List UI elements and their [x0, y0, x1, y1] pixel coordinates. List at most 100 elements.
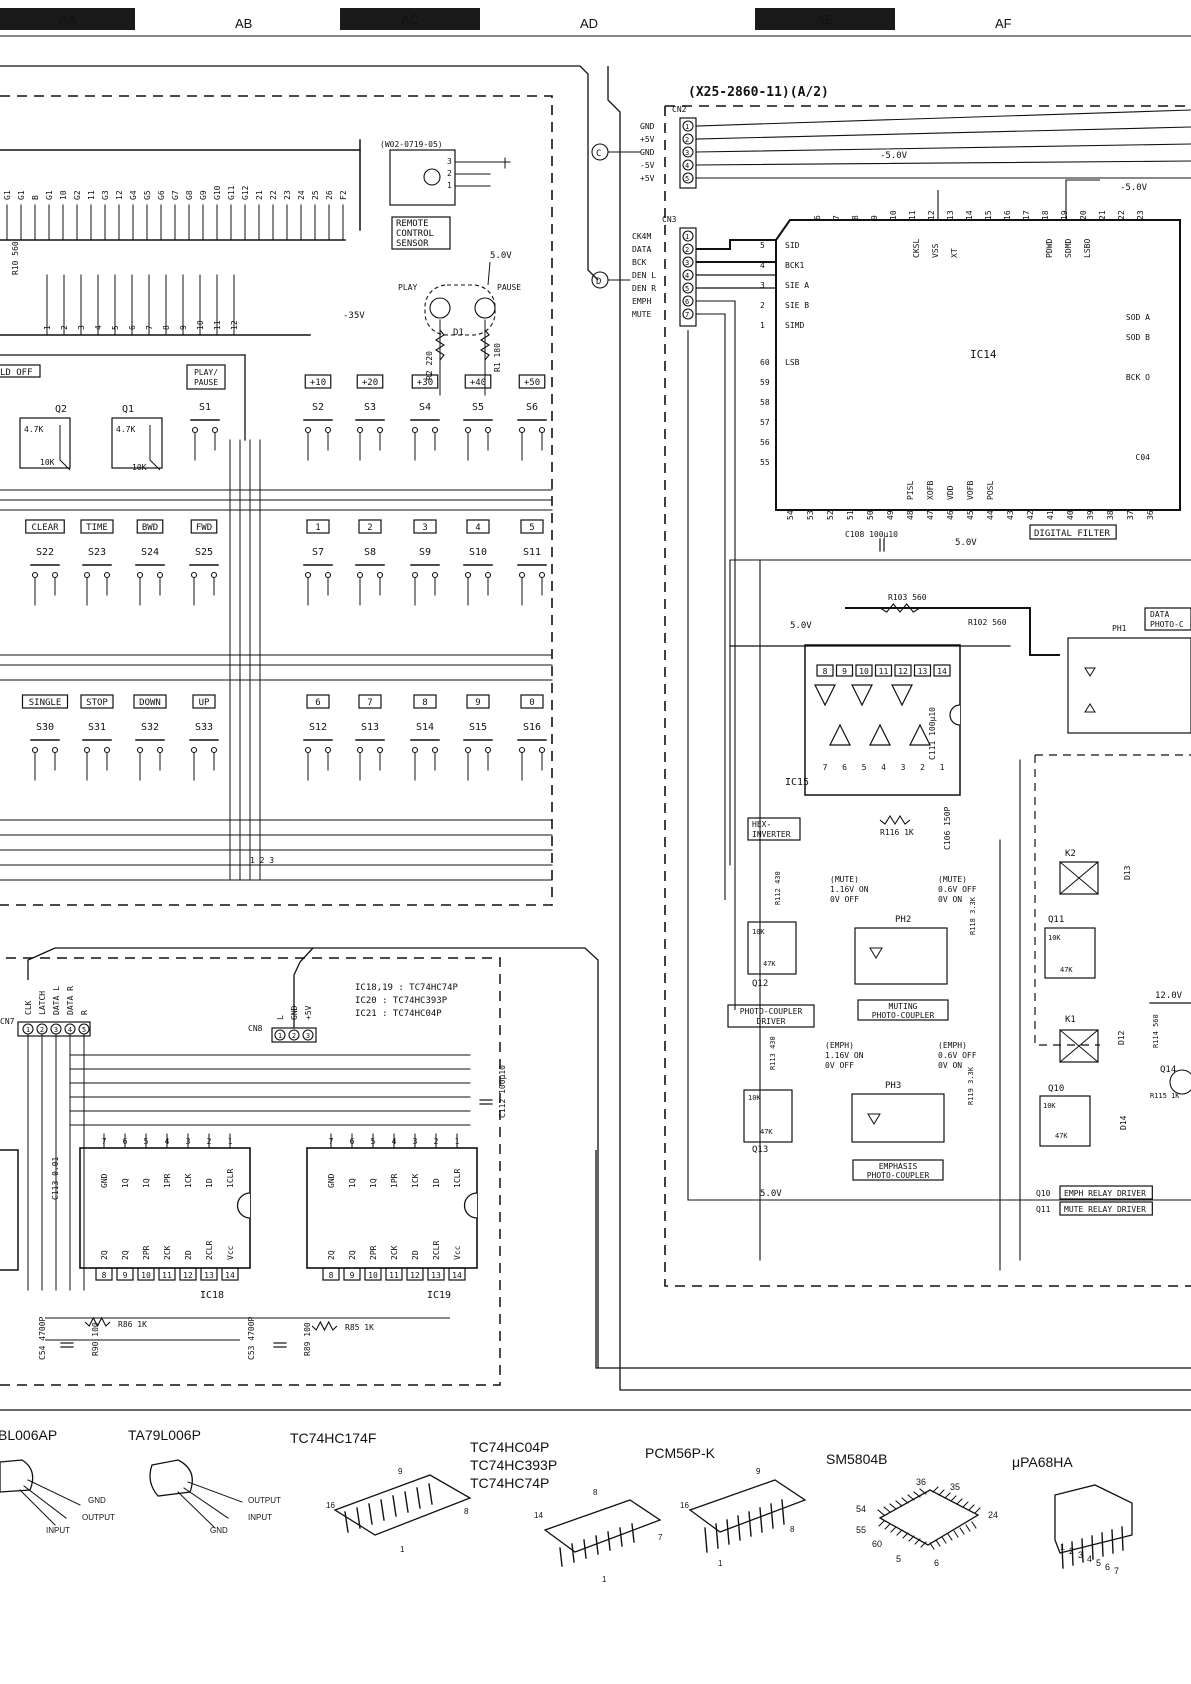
- pkg-pin: 1: [602, 1575, 607, 1584]
- key-contact: [103, 571, 111, 579]
- ic18-pin-name: 1CK: [184, 1173, 193, 1188]
- grid-label-AC: AC: [401, 12, 419, 27]
- pkg-lead: [404, 1491, 409, 1513]
- key-cap-text: +20: [362, 378, 378, 388]
- ic19-pin-name: 2Q: [327, 1250, 336, 1260]
- pkg-name-tc74hc-dip: TC74HC393P: [470, 1457, 557, 1473]
- key-contact: [356, 426, 364, 434]
- ic19-pin-name: 1Q: [348, 1178, 357, 1188]
- key-cap-S11: [520, 519, 544, 534]
- ic14-pin-num: 36: [1146, 510, 1155, 520]
- pkg-lead: [929, 1542, 935, 1550]
- frame-line: [0, 65, 599, 281]
- ic14-pin-num: 60: [760, 358, 770, 367]
- cn3-pin: [682, 308, 694, 320]
- ic14-pin-name: SIE B: [785, 301, 809, 310]
- key-cap-S23: [80, 519, 114, 534]
- led-pause: PAUSE: [497, 283, 521, 292]
- pkg-lead: [968, 1504, 975, 1511]
- pkg-lead: [1101, 1532, 1104, 1557]
- ph3-label-text: EMPHASIS: [879, 1162, 918, 1171]
- pkg-lead: [595, 1535, 599, 1555]
- cn8-pin-num: 1: [278, 1032, 282, 1040]
- ic19-pin-name: GND: [327, 1173, 336, 1188]
- cn3-pin-num: 3: [685, 259, 689, 267]
- cn2-pin-num: 3: [685, 149, 689, 157]
- key-ref: S31: [88, 722, 106, 733]
- ph3-label: PH3: [885, 1081, 901, 1091]
- cn8-name: CN8: [248, 1024, 263, 1033]
- key-cap-text: 4: [475, 523, 480, 533]
- pkg-name-tc74hc-dip: TC74HC04P: [470, 1439, 549, 1455]
- ic14-5v: 5.0V: [955, 538, 977, 548]
- key-cap-text: 1: [315, 523, 320, 533]
- pkg-lead: [890, 1526, 897, 1533]
- ic18-pin-box: [200, 1267, 218, 1281]
- cn7-wire: [27, 947, 56, 980]
- key-cap-S10: [466, 519, 490, 534]
- ic14-pin-num: 45: [966, 510, 975, 520]
- ic19-pin-box: [322, 1267, 340, 1281]
- ic14-pin-num: 37: [1126, 510, 1135, 520]
- pkg-lead: [187, 1481, 243, 1503]
- k1-relay: [1059, 1029, 1099, 1063]
- ic14-pin-num: 51: [846, 510, 855, 520]
- ic-note: IC21 : TC74HC04P: [355, 1009, 442, 1019]
- ic18-name: IC18: [200, 1290, 224, 1301]
- pkg-dip14: [543, 1499, 662, 1553]
- key-contact: [464, 426, 472, 434]
- pkg-pin: 7: [1114, 1566, 1119, 1576]
- ic14-pin-name: XT: [950, 248, 959, 258]
- ic14-pin-num: 43: [1006, 510, 1015, 520]
- key-cap-text: 8: [422, 698, 427, 708]
- key-contact: [411, 571, 419, 579]
- pkg-lead: [935, 1539, 941, 1547]
- k1-label: K1: [1065, 1015, 1076, 1025]
- hex-inverter-box: [747, 817, 801, 841]
- ic19-pin-name: 1CLR: [453, 1169, 462, 1188]
- data-photo-box: [1144, 607, 1191, 631]
- pkg-lead: [938, 1489, 945, 1496]
- ic14-pin-name: SDMD: [1064, 239, 1073, 258]
- key-cap-S3: [356, 374, 384, 389]
- pkg-name-upa68ha: μPA68HA: [1012, 1454, 1073, 1470]
- pkg-pin: GND: [210, 1526, 228, 1535]
- relay-frame: [1034, 755, 1100, 1046]
- ic14-right-label: BCK O: [1126, 373, 1150, 382]
- grid-label-AE: AE: [816, 12, 834, 27]
- vfd-pin-label: G1: [45, 190, 54, 200]
- key-contact: [356, 571, 364, 579]
- key-contact: [324, 746, 332, 754]
- vfd-pin-label: 26: [325, 190, 334, 200]
- ph3-body: [851, 1093, 945, 1143]
- pkg-pin: 16: [326, 1501, 335, 1510]
- led-5v: 5.0V: [490, 251, 512, 261]
- pkg-lead: [619, 1527, 623, 1547]
- cn3-pin-name: DEN R: [632, 284, 656, 293]
- pkg-lead: [965, 1524, 971, 1532]
- q10-r47k: 47K: [1055, 1132, 1068, 1140]
- ic14-pin-num: 17: [1022, 210, 1031, 220]
- ic18-pin-name: 2CLR: [205, 1241, 214, 1260]
- pkg-lead: [953, 1530, 959, 1538]
- q1-box: [111, 417, 163, 469]
- vfd-pin-label: G11: [227, 185, 236, 200]
- pkg-pin: 3: [1078, 1550, 1083, 1560]
- pkg-pin: 8: [593, 1488, 598, 1497]
- pkg-lead: [901, 1497, 909, 1504]
- r86: [84, 1316, 111, 1328]
- driver-label-text: PHOTO-COUPLER: [740, 1007, 803, 1016]
- ic15-pin-num: 5: [862, 763, 867, 772]
- ic14-pin-name: SIMD: [785, 321, 804, 330]
- pkg-name-tc74hc174f: TC74HC174F: [290, 1430, 376, 1446]
- r116: [879, 814, 911, 826]
- cn2-wire: [695, 126, 1191, 140]
- ic14-pin-num: 5: [760, 241, 765, 250]
- pkg-pin: 5: [896, 1554, 901, 1564]
- ic19-pin-num: 13: [431, 1271, 441, 1280]
- pkg-lead: [914, 1538, 921, 1545]
- ic18-pin-name: Vcc: [226, 1245, 235, 1260]
- ic19-pin-name: 2D: [411, 1250, 420, 1260]
- key-ref: S6: [526, 402, 538, 413]
- grid-band-AC: [340, 8, 480, 30]
